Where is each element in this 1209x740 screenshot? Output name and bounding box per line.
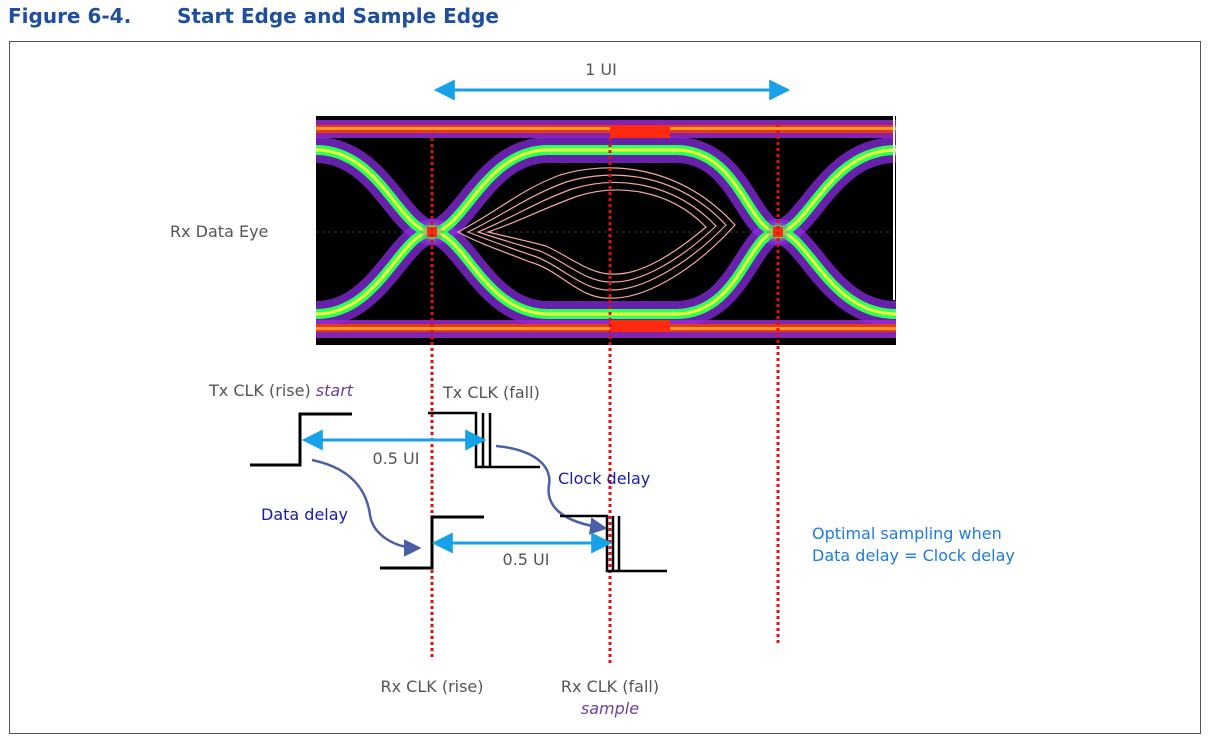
optimal-sampling-line2: Data delay = Clock delay xyxy=(812,546,1015,565)
one-ui-label: 1 UI xyxy=(585,60,617,79)
half-ui-label-top: 0.5 UI xyxy=(373,449,420,468)
data-delay-label: Data delay xyxy=(261,505,348,524)
rx-data-eye-plot xyxy=(316,116,896,345)
figure-title: Start Edge and Sample Edge xyxy=(177,4,499,28)
tx-clk-fall-label: Tx CLK (fall) xyxy=(442,383,540,402)
data-delay-arrow xyxy=(311,458,422,557)
tx-clk-rise-waveform xyxy=(250,412,352,467)
rx-clk-fall-label: Rx CLK (fall) xyxy=(561,677,659,696)
optimal-sampling-line1: Optimal sampling when xyxy=(812,524,1002,543)
figure-number: Figure 6-4. xyxy=(8,4,132,28)
half-ui-label-bottom: 0.5 UI xyxy=(503,550,550,569)
tx-clk-rise-label: Tx CLK (rise) start xyxy=(208,381,354,400)
tx-clk-rise-tag: start xyxy=(316,381,354,400)
rx-data-eye-label: Rx Data Eye xyxy=(170,222,268,241)
figure-frame xyxy=(9,41,1201,734)
rx-clk-rise-label: Rx CLK (rise) xyxy=(380,677,483,696)
clock-delay-arrow xyxy=(495,444,608,535)
clock-delay-label: Clock delay xyxy=(558,469,650,488)
rx-clk-fall-tag: sample xyxy=(581,699,639,718)
